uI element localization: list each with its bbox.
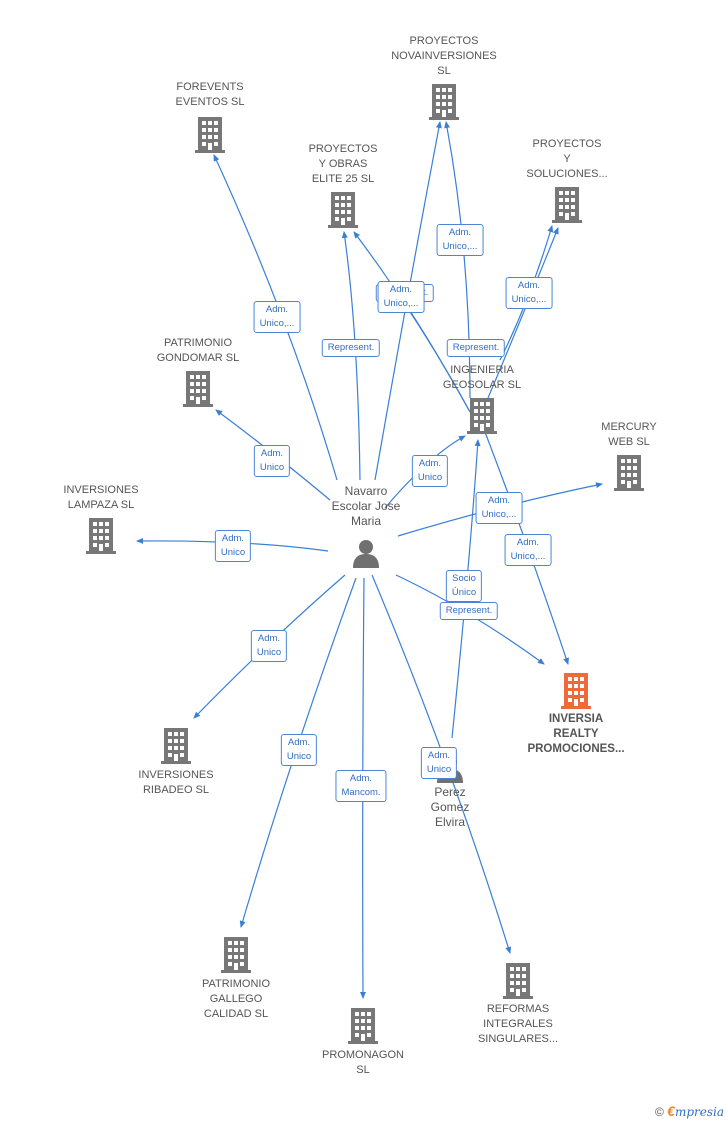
relation-label-r-nova-geo[interactable]: Adm. Unico,... xyxy=(436,224,484,256)
building-icon-ribadeo[interactable] xyxy=(161,728,191,764)
copyright-icon: © xyxy=(654,1105,664,1119)
company-label-geosolar[interactable]: INGENIERIA GEOSOLAR SL xyxy=(442,364,522,391)
company-label-promonagon[interactable]: PROMONAGON SL xyxy=(322,1049,404,1076)
relation-label-r-sol-geo[interactable]: Adm. Unico,... xyxy=(505,277,553,309)
relation-label-r-gondomar[interactable]: Adm. Unico xyxy=(253,445,291,477)
relation-label-r-gallego[interactable]: Adm. Unico xyxy=(280,734,318,766)
relation-label-r-geo[interactable]: Adm. Unico xyxy=(411,455,449,487)
relation-label-r-elite-navarro[interactable]: Represent. xyxy=(321,339,381,357)
company-label-inversia[interactable]: INVERSIA REALTY PROMOCIONES... xyxy=(527,713,625,755)
company-label-soluciones[interactable]: PROYECTOS Y SOLUCIONES... xyxy=(526,138,608,180)
building-icon-reformas[interactable] xyxy=(503,963,533,999)
person-icon-navarro[interactable] xyxy=(353,540,379,568)
empresia-brand[interactable]: © €mpresia xyxy=(655,1103,724,1119)
relation-label-r-reformas[interactable]: Adm. Unico xyxy=(420,747,458,779)
person-label-perez[interactable]: Perez Gomez Elvira xyxy=(430,785,470,829)
company-label-forevents[interactable]: FOREVENTS EVENTOS SL xyxy=(175,81,245,108)
company-label-lampaza[interactable]: INVERSIONES LAMPAZA SL xyxy=(63,484,139,511)
relation-label-r-ribadeo[interactable]: Adm. Unico xyxy=(250,630,288,662)
empresia-logo-mark: € xyxy=(667,1103,675,1119)
relation-label-r-nova-sol[interactable]: Represent. xyxy=(446,339,506,357)
company-label-gondomar[interactable]: PATRIMONIO GONDOMAR SL xyxy=(156,337,240,364)
nodes xyxy=(86,84,644,1044)
building-icon-gallego[interactable] xyxy=(221,937,251,973)
building-icon-elite25[interactable] xyxy=(328,192,358,228)
company-label-elite25[interactable]: PROYECTOS Y OBRAS ELITE 25 SL xyxy=(308,143,378,185)
building-icon-inversia[interactable] xyxy=(561,673,591,709)
relation-label-r-promonagon[interactable]: Adm. Mancom. xyxy=(335,770,387,802)
building-icon-soluciones[interactable] xyxy=(552,187,582,223)
building-icon-mercury[interactable] xyxy=(614,455,644,491)
building-icon-novainversiones[interactable] xyxy=(429,84,459,120)
company-label-gallego[interactable]: PATRIMONIO GALLEGO CALIDAD SL xyxy=(201,978,271,1020)
relation-label-r-mercury[interactable]: Adm. Unico,... xyxy=(475,492,523,524)
edge-r-sol-geo xyxy=(487,227,559,399)
empresia-logo-text: mpresia xyxy=(674,1105,724,1119)
person-label-navarro[interactable]: Navarro Escolar Jose Maria xyxy=(331,484,401,528)
building-icon-promonagon[interactable] xyxy=(348,1008,378,1044)
building-icon-geosolar[interactable] xyxy=(467,398,497,434)
relation-label-r-elite-geo-2[interactable]: Adm. Unico,... xyxy=(377,281,425,313)
company-label-mercury[interactable]: MERCURY WEB SL xyxy=(601,421,657,448)
company-label-novainversiones[interactable]: PROYECTOS NOVAINVERSIONES SL xyxy=(391,35,497,77)
relation-label-r-socio[interactable]: Socio Único xyxy=(445,570,483,602)
building-icon-forevents[interactable] xyxy=(195,117,225,153)
relation-label-r-lampaza[interactable]: Adm. Unico xyxy=(214,530,252,562)
company-label-ribadeo[interactable]: INVERSIONES RIBADEO SL xyxy=(138,769,214,796)
relation-label-r-inversia-geo[interactable]: Adm. Unico,... xyxy=(504,534,552,566)
building-icon-lampaza[interactable] xyxy=(86,518,116,554)
building-icon-gondomar[interactable] xyxy=(183,371,213,407)
company-label-reformas[interactable]: REFORMAS INTEGRALES SINGULARES... xyxy=(477,1003,559,1045)
relation-label-r-forevents[interactable]: Adm. Unico,... xyxy=(253,301,301,333)
relation-label-r-represent-inversia[interactable]: Represent. xyxy=(439,602,499,620)
